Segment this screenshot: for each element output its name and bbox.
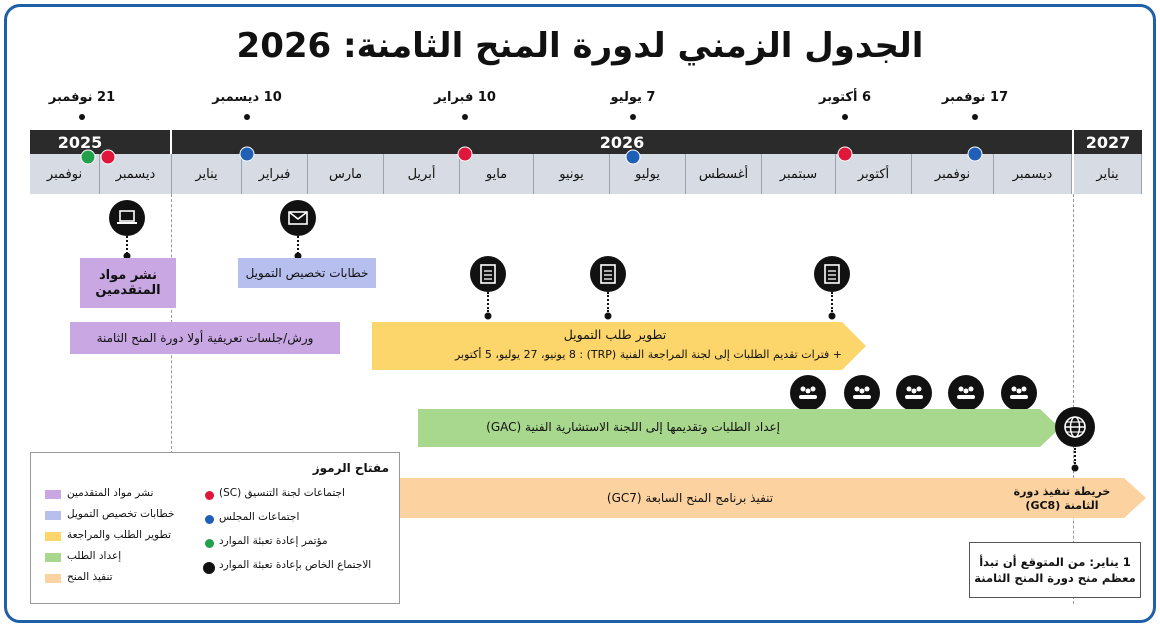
gc7-arrow	[400, 478, 1146, 518]
legend-prep: إعداد الطلب	[67, 550, 122, 562]
development-title: تطوير طلب التمويل	[563, 327, 667, 342]
date-tick	[462, 114, 468, 120]
connector	[607, 292, 609, 312]
board-meeting-dot	[625, 149, 641, 165]
legend-dev: تطوير الطلب والمراجعة	[67, 529, 172, 541]
month-apr: أبريل	[384, 154, 460, 194]
development-subtitle: + فترات تقديم الطلبات إلى لجنة المراجعة …	[454, 348, 842, 361]
legend-publish-swatch	[45, 490, 61, 499]
month-feb: فبراير	[242, 154, 308, 194]
connector	[831, 292, 833, 312]
meeting-icon	[948, 375, 984, 411]
laptop-icon	[109, 200, 145, 236]
legend-dev-swatch	[45, 532, 61, 541]
month-jul: يوليو	[610, 154, 686, 194]
connector-dot	[604, 312, 612, 320]
connector	[126, 236, 128, 254]
connector	[487, 292, 489, 312]
sc-meeting-dot	[100, 149, 116, 165]
legend-title: مفتاح الرموز	[312, 461, 389, 475]
gac-label: إعداد الطلبات وتقديمها إلى اللجنة الاستش…	[486, 420, 780, 434]
jan1-note: 1 يناير: من المتوقع أن تبدأ معظم منح دور…	[969, 542, 1141, 598]
legend-funding-swatch	[45, 511, 61, 520]
month-aug: أغسطس	[686, 154, 762, 194]
legend-conf-dot	[205, 539, 214, 548]
connector-dot	[484, 312, 492, 320]
document-icon	[470, 256, 506, 292]
legend-sc-dot	[205, 491, 214, 500]
board-meeting-dot	[239, 146, 255, 162]
month-dec-2025: ديسمبر	[100, 154, 172, 194]
date-label-oct6: 6 أكتوبر	[818, 90, 872, 105]
connector-dot	[294, 252, 302, 260]
connector	[1074, 448, 1076, 464]
legend: مفتاح الرموز اجتماعات لجنة التنسيق (SC) …	[30, 452, 400, 604]
month-nov: نوفمبر	[912, 154, 994, 194]
legend-funding: خطابات تخصيص التمويل	[67, 508, 175, 520]
date-label-dec10: 10 ديسمبر	[212, 90, 282, 105]
envelope-icon	[280, 200, 316, 236]
connector-dot	[123, 252, 131, 260]
date-label-nov21: 21 نوفمبر	[48, 90, 116, 105]
legend-sc: اجتماعات لجنة التنسيق (SC)	[219, 487, 345, 499]
date-tick	[244, 114, 250, 120]
year-bar-2027: 2027	[1074, 130, 1142, 154]
date-label-jul7: 7 يوليو	[610, 90, 656, 105]
resource-conference-dot	[80, 149, 96, 165]
sc-meeting-dot	[837, 146, 853, 162]
legend-prep-swatch	[45, 553, 61, 562]
gc8-label: خريطة تنفيذ دورة الثامنة (GC8)	[1013, 485, 1111, 512]
legend-special: الاجتماع الخاص بإعادة تعبئة الموارد	[219, 559, 372, 571]
month-may: مايو	[460, 154, 534, 194]
connector	[297, 236, 299, 254]
legend-board: اجتماعات المجلس	[219, 511, 300, 523]
date-label-nov17: 17 نوفمبر	[941, 90, 1009, 105]
date-label-feb10: 10 فبراير	[434, 90, 496, 105]
meeting-icon	[1001, 375, 1037, 411]
legend-publish: نشر مواد المتقدمين	[67, 487, 154, 499]
connector-dot	[1071, 464, 1079, 472]
date-tick	[630, 114, 636, 120]
funding-letters-box: خطابات تخصيص التمويل	[238, 258, 376, 288]
guide-line	[1073, 194, 1074, 604]
workshops-bar: ورش/جلسات تعريفية أولا دورة المنح الثامن…	[70, 322, 340, 354]
document-icon	[814, 256, 850, 292]
meeting-icon	[896, 375, 932, 411]
legend-meeting-icon	[203, 562, 215, 574]
sc-meeting-dot	[457, 146, 473, 162]
legend-impl-swatch	[45, 574, 61, 583]
year-bar-2026: 2026	[172, 130, 1072, 154]
globe-icon	[1055, 407, 1095, 447]
month-oct: أكتوبر	[836, 154, 912, 194]
month-jun: يونيو	[534, 154, 610, 194]
month-mar: مارس	[308, 154, 384, 194]
board-meeting-dot	[967, 146, 983, 162]
month-jan: يناير	[172, 154, 242, 194]
date-tick	[972, 114, 978, 120]
legend-board-dot	[205, 515, 214, 524]
year-bar-2025: 2025	[30, 130, 170, 154]
meeting-icon	[844, 375, 880, 411]
page-title: الجدول الزمني لدورة المنح الثامنة: 2026	[236, 26, 924, 66]
legend-impl: تنفيذ المنح	[67, 571, 113, 583]
date-tick	[79, 114, 85, 120]
meeting-icon	[790, 375, 826, 411]
publish-materials-box: نشر مواد المتقدمين	[80, 258, 176, 308]
legend-conf: مؤتمر إعادة تعبئة الموارد	[219, 535, 328, 547]
gac-arrow	[418, 409, 1060, 447]
gc7-label: تنفيذ برنامج المنح السابعة (GC7)	[606, 491, 774, 505]
month-jan-2027: يناير	[1074, 154, 1142, 194]
month-dec: ديسمبر	[994, 154, 1072, 194]
connector-dot	[828, 312, 836, 320]
date-tick	[842, 114, 848, 120]
month-sep: سبتمبر	[762, 154, 836, 194]
document-icon	[590, 256, 626, 292]
development-arrow	[372, 322, 866, 370]
